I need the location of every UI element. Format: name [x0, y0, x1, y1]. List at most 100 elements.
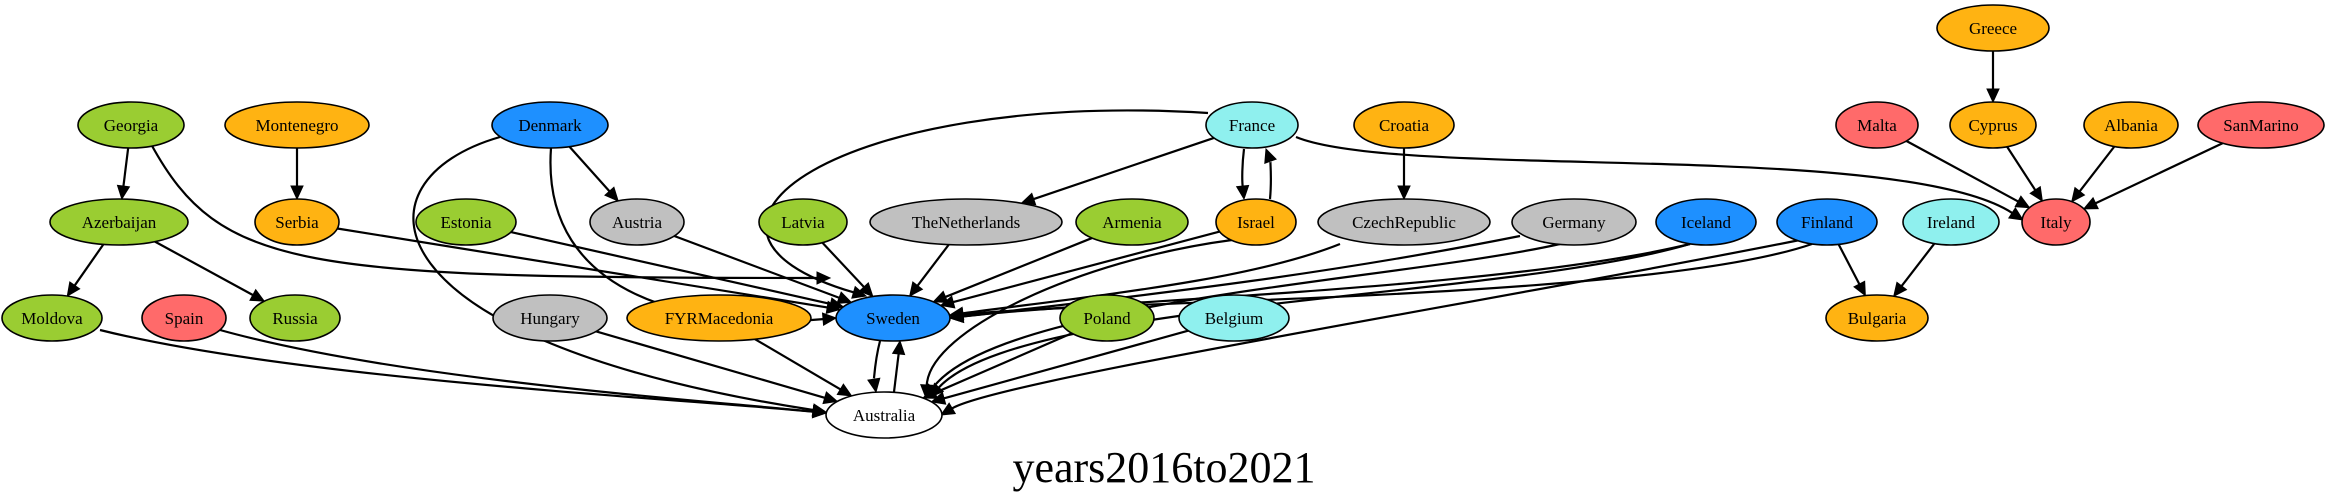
arrowhead-finland-to-australia	[939, 402, 957, 416]
node-ellipse	[1075, 198, 1189, 246]
edge-hungary-to-australia	[595, 330, 826, 399]
node-label: FYRMacedonia	[665, 309, 774, 328]
arrowhead-georgia-to-azerbaijan	[116, 184, 131, 201]
node-ellipse	[835, 294, 951, 342]
edge-france-to-israel	[1241, 148, 1246, 187]
arrowhead-georgia-to-sweden	[816, 271, 832, 285]
arrowhead-hungary-to-australia	[822, 391, 839, 405]
node-ellipse	[1655, 198, 1757, 246]
node-ellipse	[492, 294, 608, 342]
node-georgia: Georgia	[77, 101, 185, 149]
node-france: France	[1205, 101, 1299, 149]
node-ellipse	[224, 101, 370, 149]
edge-azerbaijan-to-russia	[154, 240, 254, 296]
node-albania: Albania	[2083, 101, 2179, 149]
edge-spain-to-australia	[219, 328, 814, 413]
node-armenia: Armenia	[1075, 198, 1189, 246]
node-spain: Spain	[141, 294, 227, 342]
edge-iceland-to-sweden	[962, 242, 1691, 318]
edge-ireland-to-bulgaria	[1900, 242, 1936, 287]
node-ellipse	[1835, 101, 1919, 149]
node-label: Iceland	[1681, 213, 1732, 232]
edge-israel-to-france	[1268, 160, 1273, 200]
node-israel: Israel	[1215, 198, 1297, 246]
node-ellipse	[1949, 101, 2037, 149]
node-ellipse	[825, 391, 943, 439]
node-austria: Austria	[589, 198, 685, 246]
node-label: Albania	[2104, 116, 2158, 135]
arrowhead-croatia-to-czechrepublic	[1397, 185, 1411, 201]
node-belgium: Belgium	[1178, 294, 1290, 342]
node-montenegro: Montenegro	[224, 101, 370, 149]
edge-belgium-to-australia	[943, 329, 1189, 400]
node-malta: Malta	[1835, 101, 1919, 149]
node-label: Hungary	[520, 309, 580, 328]
node-label: Bulgaria	[1848, 309, 1907, 328]
arrowhead-france-to-israel	[1235, 184, 1250, 201]
node-ellipse	[1902, 198, 2000, 246]
edge-azerbaijan-to-moldova	[73, 243, 105, 287]
node-ellipse	[1936, 4, 2050, 52]
node-estonia: Estonia	[415, 198, 517, 246]
arrowhead-sanmarino-to-italy	[2082, 196, 2099, 210]
node-label: SanMarino	[2223, 116, 2299, 135]
node-ellipse	[77, 101, 185, 149]
node-italy: Italy	[2021, 198, 2091, 246]
arrowhead-armenia-to-sweden	[932, 290, 949, 304]
node-label: Australia	[853, 406, 916, 425]
edge-israel-to-sweden	[952, 230, 1220, 304]
edge-israel-to-australia	[925, 238, 1233, 386]
arrowhead-finland-to-bulgaria	[1853, 280, 1866, 297]
edge-france-to-italy	[1295, 135, 2013, 214]
node-ellipse	[1, 294, 103, 342]
edge-latvia-to-sweden	[821, 241, 865, 288]
node-label: France	[1229, 116, 1275, 135]
node-label: Sweden	[866, 309, 920, 328]
edge-malta-to-italy	[1905, 140, 2019, 203]
node-ellipse	[1825, 294, 1929, 342]
node-azerbaijan: Azerbaijan	[49, 198, 189, 246]
edge-serbia-to-sweden	[337, 227, 828, 309]
node-poland: Poland	[1059, 294, 1155, 342]
graph-title: years2016to2021	[1012, 443, 1315, 492]
arrowhead-belgium-to-australia	[930, 391, 947, 405]
edge-moldova-to-australia	[99, 328, 814, 413]
arrowhead-malta-to-italy	[2014, 195, 2031, 209]
node-label: Greece	[1969, 19, 2017, 38]
node-label: TheNetherlands	[912, 213, 1021, 232]
node-ellipse	[1353, 101, 1455, 149]
edge-albania-to-italy	[2078, 145, 2116, 193]
node-denmark: Denmark	[491, 101, 609, 149]
arrowhead-israel-to-sweden	[939, 295, 956, 309]
node-croatia: Croatia	[1353, 101, 1455, 149]
node-label: Croatia	[1379, 116, 1429, 135]
node-ellipse	[2021, 198, 2091, 246]
arrowhead-australia-to-sweden	[891, 339, 906, 356]
node-latvia: Latvia	[758, 198, 848, 246]
node-label: Russia	[272, 309, 318, 328]
node-ellipse	[758, 198, 848, 246]
node-germany: Germany	[1511, 198, 1637, 246]
node-ellipse	[1776, 198, 1878, 246]
node-finland: Finland	[1776, 198, 1878, 246]
arrowhead-spain-to-australia	[811, 404, 828, 419]
node-label: Latvia	[781, 213, 825, 232]
arrowhead-montenegro-to-serbia	[290, 185, 304, 201]
node-label: Spain	[165, 309, 204, 328]
arrowhead-cyprus-to-italy	[2029, 185, 2043, 202]
edge-france-to-thenetherlands	[1033, 136, 1215, 201]
node-serbia: Serbia	[254, 198, 340, 246]
node-ellipse	[869, 198, 1063, 246]
node-label: Belgium	[1205, 309, 1264, 328]
node-ellipse	[141, 294, 227, 342]
arrowhead-greece-to-cyprus	[1986, 88, 2000, 104]
node-ellipse	[1205, 101, 1299, 149]
node-label: Italy	[2040, 213, 2072, 232]
node-ellipse	[1059, 294, 1155, 342]
node-label: Estonia	[441, 213, 492, 232]
edge-fyrmacedonia-to-australia	[754, 338, 841, 391]
edge-estonia-to-sweden	[510, 231, 831, 306]
node-cyprus: Cyprus	[1949, 101, 2037, 149]
node-czechrepublic: CzechRepublic	[1317, 198, 1491, 246]
node-ireland: Ireland	[1902, 198, 2000, 246]
